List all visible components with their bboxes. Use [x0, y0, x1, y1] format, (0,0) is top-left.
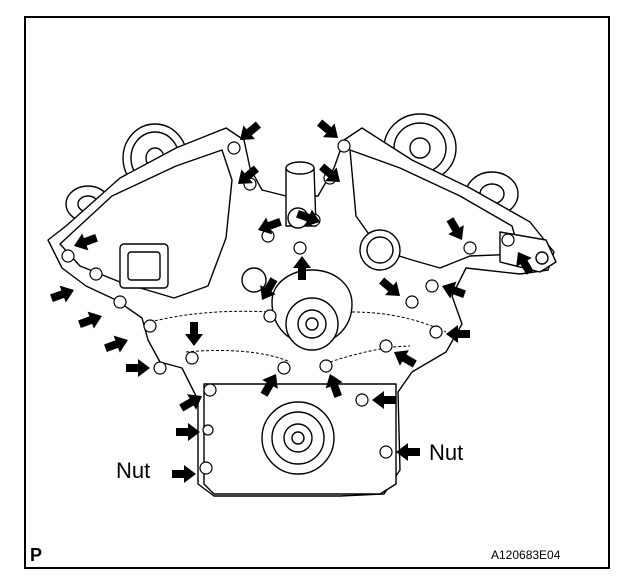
left-head-plate: [59, 149, 233, 299]
arrow: [260, 374, 278, 397]
arrow: [78, 311, 102, 329]
arrow: [446, 217, 464, 240]
gasket-line: [149, 310, 447, 363]
arrow: [442, 281, 466, 299]
corner-mark: P: [30, 545, 43, 565]
arrow: [185, 322, 203, 346]
arrow: [296, 209, 320, 227]
arrow: [240, 121, 261, 140]
arrow: [260, 277, 278, 300]
arrow: [379, 277, 400, 296]
arrow: [293, 256, 311, 280]
water-pump: [271, 269, 353, 351]
figure-id: A120683E04: [491, 548, 561, 562]
arrow: [50, 285, 74, 303]
arrow: [179, 394, 202, 412]
nut-label-left: Nut: [116, 458, 151, 483]
arrow: [176, 423, 200, 441]
arrow: [74, 233, 98, 251]
arrow: [394, 350, 417, 368]
left-small-port: [241, 267, 267, 293]
arrow: [446, 325, 470, 343]
arrow: [396, 443, 420, 461]
arrow: [325, 374, 343, 398]
arrow: [372, 391, 396, 409]
arrow: [172, 465, 196, 483]
arrows: [50, 119, 534, 483]
arrow: [319, 163, 340, 182]
arrow: [104, 335, 128, 353]
arrow: [317, 119, 338, 138]
arrow: [258, 217, 282, 235]
arrow: [126, 359, 150, 377]
bolts: [61, 139, 515, 475]
crankshaft-seal: [261, 401, 335, 475]
arrow: [238, 165, 259, 184]
nut-label-right: Nut: [429, 440, 464, 465]
arrow: [516, 252, 534, 275]
right-port: [359, 229, 401, 271]
